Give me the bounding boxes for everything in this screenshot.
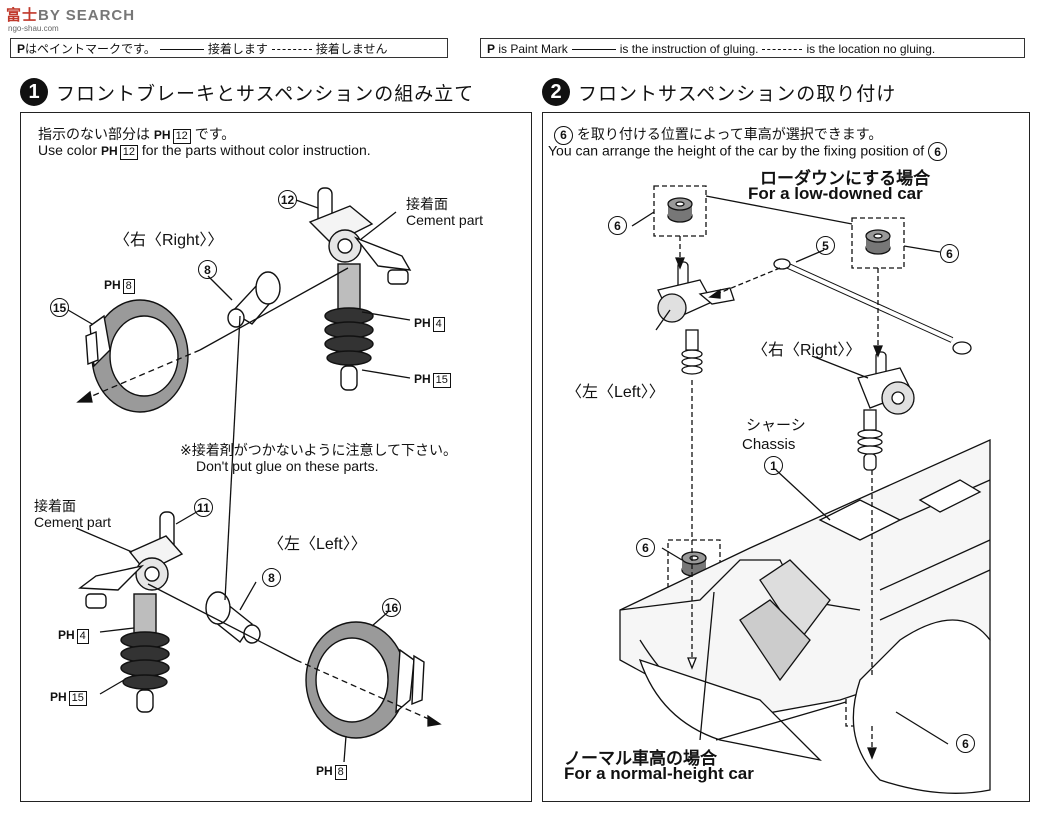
step1-panel [20,112,532,802]
paint-code-prefix: PH [104,278,121,292]
paint-code: 8 [334,765,347,780]
chassis-label-jp: シャーシ [746,417,806,434]
step1-left-label: 〈左〈Left〉〉 [268,536,367,553]
caution-jp: ※接着剤がつかないように注意して下さい。 [180,442,458,458]
cement-label-jp: 接着面 [406,196,448,212]
paint-mark-icon: P [487,42,496,56]
paint-code: 4 [76,629,89,644]
paint-code-prefix: PH [101,144,118,158]
step1-right-label: 〈右〈Right〉〉 [114,232,224,249]
legend-jp: Pはペイントマークです。 接着します 接着しません [10,38,448,58]
paint-code-prefix: PH [58,628,75,642]
part-number: 6 [636,538,655,557]
step2-note-jp: 6 を取り付ける位置によって車高が選択できます。 [554,124,882,145]
part-number: 6 [928,142,948,161]
part-number: 8 [198,260,217,279]
site-logo: 富士BY SEARCH [6,4,135,25]
right-disc-part [85,299,189,413]
part-number: 16 [382,598,401,617]
legend-en-glue: is the instruction of gluing. [619,42,759,56]
part-number: 6 [956,734,975,753]
legend-jp-paint: はペイントマークです。 [25,42,156,56]
part-number: 15 [50,298,69,317]
paint-mark-icon: P [17,42,26,56]
paint-code-prefix: PH [153,128,171,142]
step2-number: 2 [542,78,570,106]
left-strut-part [78,511,184,713]
paint-code: 8 [122,279,135,294]
normal-height-jp: ノーマル車高の場合 [564,749,717,768]
paint-code-prefix: PH [414,372,431,386]
step2-left-label: 〈左〈Left〉〉 [566,384,665,401]
legend-jp-glue: 接着します [207,42,268,56]
part-number: 6 [608,216,627,235]
part-number: 8 [262,568,281,587]
step1-note-jp-b: です。 [194,126,236,142]
step2-right-strut [857,351,915,471]
part-number: 11 [194,498,213,517]
right-strut-part [308,187,412,391]
step2-note-en-text: You can arrange the height of the car by… [548,142,925,159]
left-disc-part [305,621,425,739]
logo-text: BY SEARCH [38,7,136,24]
paint-code-prefix: PH [316,764,333,778]
paint-code: 12 [172,129,191,144]
part-number: 6 [940,244,959,263]
chassis-label-en: Chassis [742,436,796,453]
glue-arrow-icon [159,49,204,51]
cement-label-en: Cement part [406,212,484,228]
part-number: 5 [816,236,835,255]
step1-note-en-b: for the parts without color instruction. [141,142,371,158]
paint-code-prefix: PH [50,690,67,704]
step1-note-jp-a: 指示のない部分は [38,126,150,142]
paint-code: 4 [432,317,445,332]
legend-jp-noglue: 接着しません [315,42,388,56]
step1-note-en-a: Use color [38,142,98,158]
normal-height-en: For a normal-height car [564,764,754,783]
cement-label-en-2: Cement part [34,514,112,530]
step1-title: フロントブレーキとサスペンションの組み立て [56,83,475,105]
step2-panel [542,112,1030,802]
paint-code: 15 [432,373,451,388]
legend-en: P is Paint Mark is the instruction of glu… [480,38,1025,58]
low-height-jp: ローダウンにする場合 [760,169,931,188]
caution-en: Don't put glue on these parts. [196,458,379,474]
no-glue-arrow-icon [762,49,803,51]
part-number: 1 [764,456,783,475]
step2-heading: 2 フロントサスペンションの取り付け [542,76,896,108]
cement-label-jp-2: 接着面 [34,498,76,514]
step2-note-en: You can arrange the height of the car by… [548,142,948,161]
step1-number: 1 [20,78,48,106]
no-glue-arrow-icon [271,49,312,51]
logo-subtext: ngo-shau.com [8,24,59,33]
logo-mark: 富士 [6,7,39,24]
step2-note-jp-text: を取り付ける位置によって車高が選択できます。 [576,126,883,142]
legend-en-paint: is Paint Mark [498,42,568,56]
step1-heading: 1 フロントブレーキとサスペンションの組み立て [20,76,474,108]
step2-right-label: 〈右〈Right〉〉 [752,342,862,359]
part-number: 12 [278,190,297,209]
legend-en-noglue: is the location no gluing. [806,42,936,56]
paint-code-prefix: PH [414,316,431,330]
chassis-part [619,438,991,794]
glue-arrow-icon [571,49,616,51]
step2-left-strut [657,261,735,375]
paint-code: 12 [119,145,138,160]
paint-code: 15 [68,691,87,706]
step2-title: フロントサスペンションの取り付け [578,83,897,105]
low-height-en: For a low-downed car [748,184,923,203]
